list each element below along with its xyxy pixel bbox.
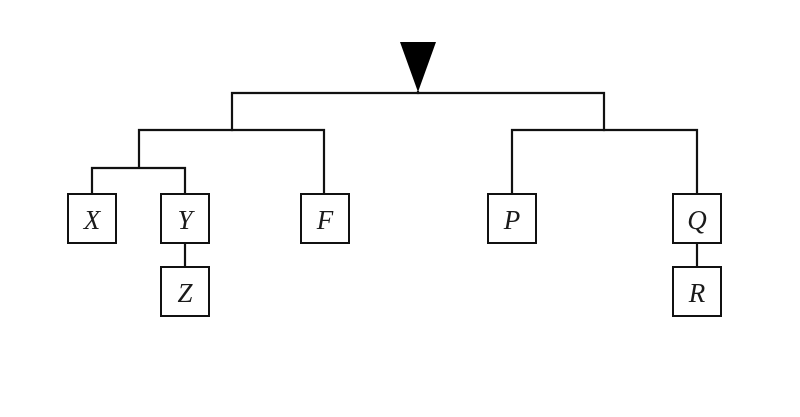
node-label-Y: Y <box>177 205 195 235</box>
node-label-P: P <box>503 205 521 235</box>
tree-node-X: X <box>67 193 117 244</box>
tree-edges <box>90 90 699 269</box>
node-label-X: X <box>83 205 102 235</box>
tree-node-F: F <box>300 193 350 244</box>
tree-node-Z: Z <box>160 266 210 317</box>
node-box <box>672 193 722 244</box>
node-box <box>672 266 722 317</box>
tree-node-P: P <box>487 193 537 244</box>
node-label-Z: Z <box>177 278 193 308</box>
edge-xy-bar <box>90 166 187 196</box>
node-box <box>160 193 210 244</box>
node-label-Q: Q <box>687 205 707 235</box>
tree-node-R: R <box>672 266 722 317</box>
edge-right-bar <box>510 128 699 196</box>
tree-node-Y: Y <box>160 193 210 244</box>
node-box <box>160 266 210 317</box>
node-box <box>300 193 350 244</box>
node-box <box>487 193 537 244</box>
edge-root-bar <box>230 91 606 132</box>
node-label-R: R <box>688 278 706 308</box>
down-triangle-marker-icon <box>400 42 436 92</box>
node-box <box>67 193 117 244</box>
node-label-F: F <box>316 205 334 235</box>
tree-node-Q: Q <box>672 193 722 244</box>
edge-left-bar <box>137 128 326 196</box>
